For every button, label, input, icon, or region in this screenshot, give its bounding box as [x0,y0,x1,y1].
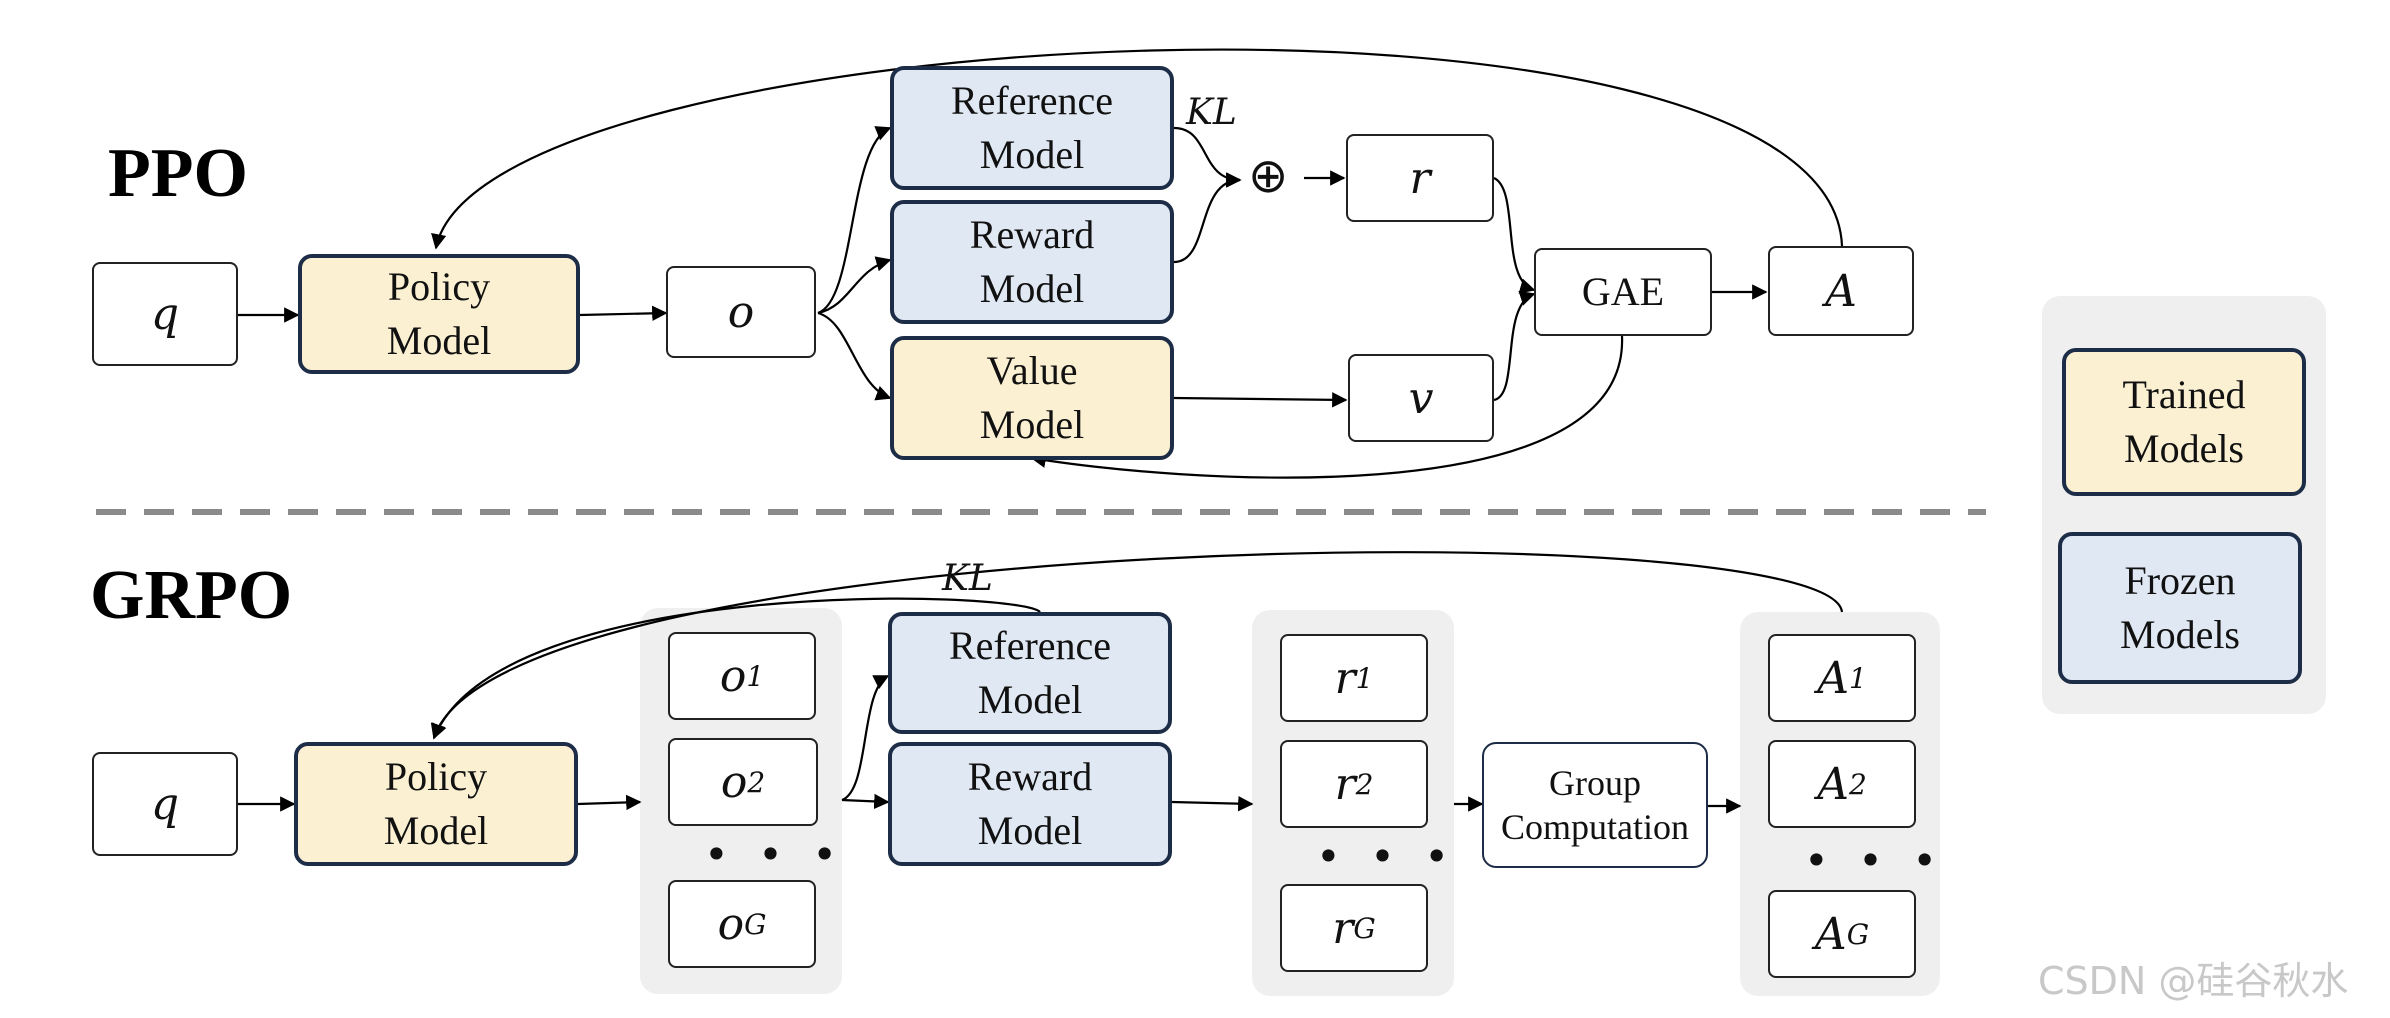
grpo-advantage-sub: G [1846,917,1870,951]
ppo-r-box: r [1346,134,1494,222]
edge-value-v [1173,392,1348,408]
ppo-q-label: q [150,288,180,340]
grpo-reward-sub: G [1353,911,1376,945]
ppo-r-label: r [1409,152,1431,204]
legend-trained-label: Trained Models [2122,372,2246,471]
grpo-group-computation-box: Group Computation [1482,742,1708,868]
grpo-reward-sub: 2 [1355,767,1374,801]
ppo-gae-label: GAE [1581,269,1665,314]
grpo-title: GRPO [90,557,293,634]
edge-reward-oplus [1173,172,1242,264]
ppo-kl-label: KL [1186,92,1237,133]
ppo-o-box: o [666,266,816,358]
grpo-output-sub: G [744,907,767,941]
grpo-policy-label: Policy Model [383,754,489,853]
grpo-q-box: q [92,752,238,856]
grpo-reward-sub: 1 [1355,661,1374,695]
ppo-a-label: A [1825,265,1857,317]
edge-v-gae [1493,290,1536,402]
grpo-kl-label: KL [942,558,993,599]
ppo-a-box: A [1768,246,1914,336]
legend-frozen-label: Frozen Models [2120,558,2240,657]
edge-reward-rewards [1171,795,1254,812]
grpo-advantage-sub: 2 [1848,767,1867,801]
edge-outputs-reference [841,675,890,802]
ppo-value-model: Value Model [890,336,1174,460]
edge-a-policy [431,48,1844,250]
grpo-reward-base: r [1334,652,1356,704]
grpo-rewards-ellipsis: • • • [1316,832,1458,881]
edge-gae-value [1030,335,1624,479]
grpo-output-base: o [719,650,747,702]
grpo-advantage-sub: 1 [1848,661,1867,695]
ppo-q-box: q [92,262,238,366]
ppo-o-label: o [727,286,755,338]
ppo-gae-box: GAE [1534,248,1712,336]
edge-reference-oplus [1173,126,1242,188]
edge-o-reference [817,126,892,315]
edge-policy-outputs [577,794,642,811]
grpo-output-sub: 2 [747,765,766,799]
grpo-outputs-ellipsis: • • • [704,830,846,879]
grpo-reference-label: Reference Model [948,623,1112,722]
ppo-title: PPO [108,135,248,212]
grpo-q-label: q [150,778,180,830]
grpo-output-base: o [720,756,748,808]
ppo-policy-label: Policy Model [386,264,492,363]
ppo-reference-label: Reference Model [950,78,1114,177]
ppo-reward-model: Reward Model [890,200,1174,324]
ppo-v-box: v [1348,354,1494,442]
grpo-advantage-base: A [1817,758,1849,810]
grpo-group-computation-label: Group Computation [1501,763,1689,847]
ppo-oplus-symbol: ⊕ [1248,148,1289,204]
ppo-reward-label: Reward Model [969,212,1095,311]
edge-outputs-reward [841,793,890,810]
grpo-output-sub: 1 [746,659,765,693]
ppo-policy-model: Policy Model [298,254,580,374]
grpo-reference-model: Reference Model [888,612,1172,734]
edge-o-value [817,311,892,401]
grpo-output-base: o [717,898,745,950]
grpo-reward-model: Reward Model [888,742,1172,866]
grpo-advantages-ellipsis: • • • [1804,836,1946,885]
edge-advantages-policy [430,551,1844,740]
grpo-advantage-base: A [1817,652,1849,704]
edge-reference-policy-kl [432,597,1041,740]
ppo-reference-model: Reference Model [890,66,1174,190]
grpo-advantage-base: A [1814,908,1847,960]
grpo-policy-model: Policy Model [294,742,578,866]
grpo-reward-base: r [1334,758,1356,810]
ppo-value-label: Value Model [979,348,1085,447]
edge-o-reward [817,256,892,315]
grpo-reward-base: r [1332,902,1354,954]
legend-frozen-models: Frozen Models [2058,532,2302,684]
watermark: CSDN @硅谷秋水 [2038,959,2349,1003]
ppo-v-label: v [1408,372,1434,424]
edge-policy-o [579,305,668,322]
legend-trained-models: Trained Models [2062,348,2306,496]
grpo-reward-label: Reward Model [967,754,1093,853]
edge-r-gae [1493,177,1536,294]
